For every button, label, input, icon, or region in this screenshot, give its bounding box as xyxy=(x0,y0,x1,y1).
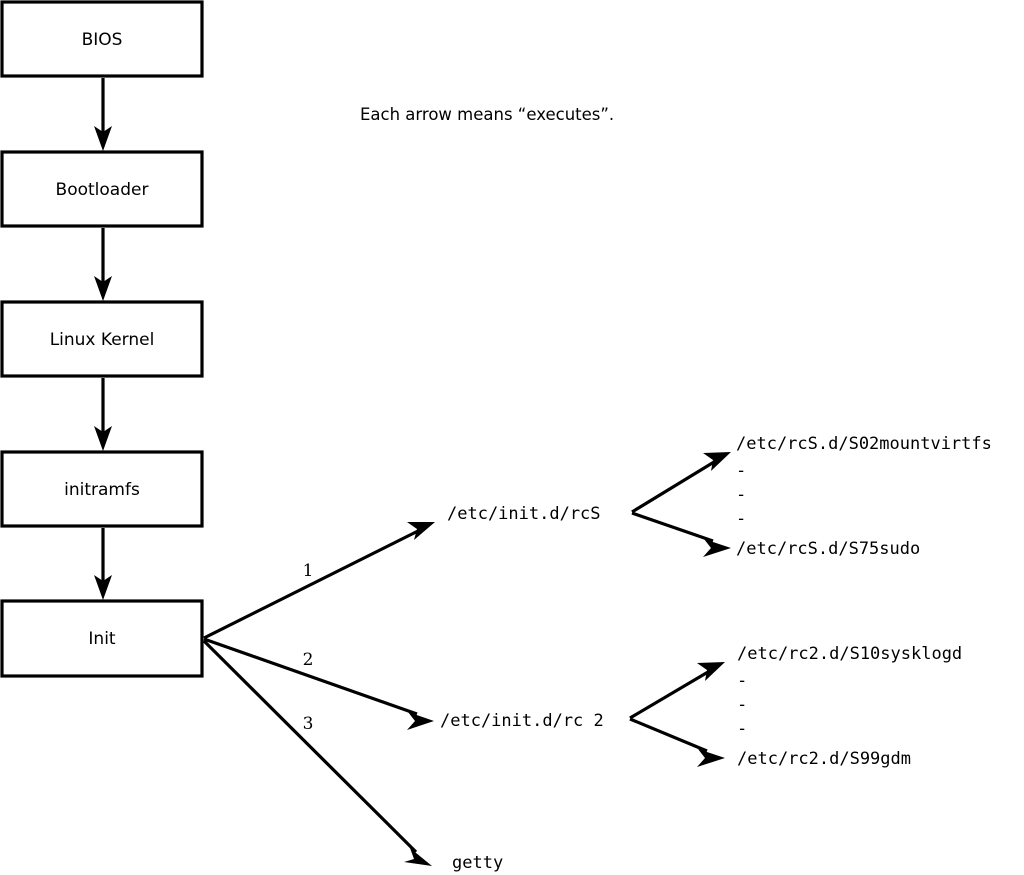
arrow-bios-to-bootloader xyxy=(94,78,112,151)
label-rcs-first-script: /etc/rcS.d/S02mountvirtfs xyxy=(736,434,992,454)
node-bootloader-label: Bootloader xyxy=(56,180,149,200)
node-bios-label: BIOS xyxy=(82,30,123,50)
arrow-kernel-to-initramfs xyxy=(94,378,112,451)
diagram-caption: Each arrow means “executes”. xyxy=(360,105,614,124)
label-rc2-first-script: /etc/rc2.d/S10sysklogd xyxy=(737,644,962,664)
label-rc2-last-script: /etc/rc2.d/S99gdm xyxy=(737,749,911,769)
label-rcs-ellipsis-1: - xyxy=(736,461,746,481)
label-rc2-ellipsis-3: - xyxy=(737,719,747,739)
arrow-rcs-to-last-script xyxy=(631,511,731,557)
node-linux-kernel-label: Linux Kernel xyxy=(50,330,155,350)
edge-label-3: 3 xyxy=(303,714,314,734)
node-bios[interactable]: BIOS xyxy=(0,0,204,78)
arrow-rc2-to-last-script xyxy=(629,717,725,767)
label-rc2-ellipsis-1: - xyxy=(737,671,747,691)
node-init-rect xyxy=(0,599,204,678)
node-init-label: Init xyxy=(88,629,116,649)
node-bootloader[interactable]: Bootloader xyxy=(0,150,204,228)
arrow-init-to-rc2 xyxy=(203,637,434,730)
label-getty: getty xyxy=(452,853,503,873)
arrow-init-to-getty xyxy=(202,639,432,866)
label-rc2-ellipsis-2: - xyxy=(737,695,747,715)
node-init[interactable]: Init xyxy=(0,599,204,678)
edge-label-2: 2 xyxy=(303,650,314,670)
node-bios-rect xyxy=(0,0,204,78)
arrow-bootloader-to-kernel xyxy=(94,228,112,301)
arrow-rc2-to-first-script xyxy=(629,662,725,720)
label-rcs-ellipsis-2: - xyxy=(736,485,746,505)
node-initramfs-label: initramfs xyxy=(64,480,140,500)
node-initramfs-rect xyxy=(0,450,204,528)
label-init-d-rc2: /etc/init.d/rc 2 xyxy=(440,711,604,731)
node-linux-kernel-rect xyxy=(0,300,204,378)
label-rcs-ellipsis-3: - xyxy=(736,509,746,529)
label-rcs-last-script: /etc/rcS.d/S75sudo xyxy=(736,539,920,559)
node-initramfs[interactable]: initramfs xyxy=(0,450,204,528)
edge-label-1: 1 xyxy=(303,561,314,581)
label-init-d-rcs: /etc/init.d/rcS xyxy=(447,504,601,524)
node-linux-kernel[interactable]: Linux Kernel xyxy=(0,300,204,378)
arrow-initramfs-to-init xyxy=(94,528,112,600)
arrow-rcs-to-first-script xyxy=(631,452,731,514)
arrow-init-to-rcs xyxy=(203,522,435,640)
node-bootloader-rect xyxy=(0,150,204,228)
